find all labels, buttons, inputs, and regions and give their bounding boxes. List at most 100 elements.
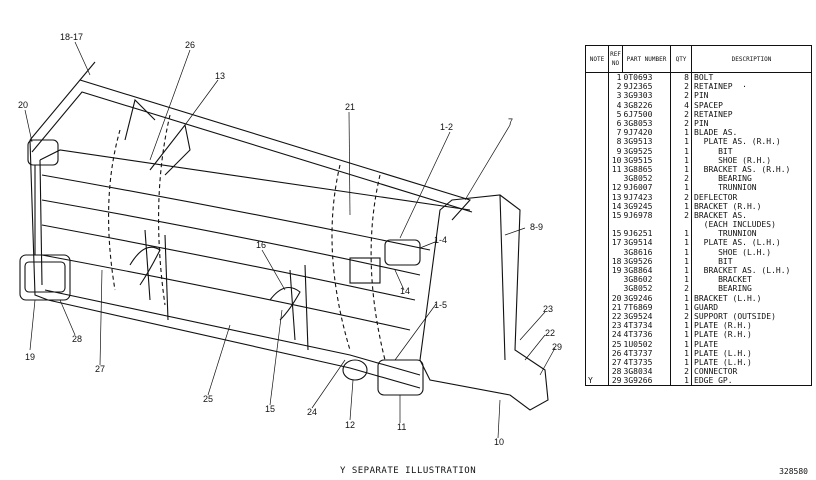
row-note bbox=[586, 82, 609, 91]
row-description: BRACKET (R.H.) bbox=[694, 201, 762, 211]
row-description: BRACKET bbox=[694, 275, 752, 285]
callout: 19 bbox=[25, 352, 35, 362]
callout: 27 bbox=[95, 364, 105, 374]
row-note bbox=[586, 358, 609, 367]
row-description: PLATE AS. (R.H.) bbox=[694, 137, 781, 147]
row-qty bbox=[670, 220, 692, 230]
row-description: PLATE AS. (L.H.) bbox=[694, 238, 781, 248]
row-description: BRACKET AS. bbox=[694, 210, 747, 220]
row-qty: 2 bbox=[670, 367, 692, 377]
row-qty: 1 bbox=[670, 229, 692, 239]
row-part-number: 9J6978 bbox=[623, 210, 653, 220]
row-ref-no: 25 bbox=[608, 339, 623, 349]
row-part-number: 3G9514 bbox=[623, 238, 653, 248]
row-description: PLATE (R.H.) bbox=[694, 321, 752, 331]
callout: 11 bbox=[397, 422, 406, 432]
row-qty: 2 bbox=[670, 82, 692, 92]
row-note bbox=[586, 257, 609, 266]
row-note bbox=[586, 202, 609, 211]
row-note bbox=[586, 294, 609, 303]
row-note bbox=[586, 266, 609, 275]
row-description: PIN bbox=[694, 91, 709, 101]
callout: 1-2 bbox=[440, 122, 453, 132]
callout: 8-9 bbox=[530, 222, 543, 232]
row-part-number: 3G8034 bbox=[623, 367, 653, 377]
callout: 14 bbox=[400, 286, 410, 296]
row-note bbox=[586, 156, 609, 165]
row-ref-no: 17 bbox=[608, 238, 623, 248]
row-ref-no: 26 bbox=[608, 348, 623, 358]
row-description: BEARING bbox=[694, 284, 752, 294]
row-note bbox=[586, 349, 609, 358]
row-ref-no: 13 bbox=[608, 192, 623, 202]
row-note bbox=[586, 303, 609, 312]
row-note bbox=[586, 183, 609, 192]
row-qty: 1 bbox=[670, 357, 692, 367]
callout: 28 bbox=[72, 334, 82, 344]
row-description: SUPPORT (OUTSIDE) bbox=[694, 311, 776, 321]
row-note bbox=[586, 137, 609, 146]
row-ref-no: 3 bbox=[608, 91, 623, 101]
row-part-number: 3G9513 bbox=[623, 137, 653, 147]
callout: 29 bbox=[552, 342, 562, 352]
row-qty: 1 bbox=[670, 275, 692, 285]
callout: 22 bbox=[545, 328, 555, 338]
row-part-number: 3G8865 bbox=[623, 164, 653, 174]
row-ref-no: 19 bbox=[608, 265, 623, 276]
callout: 15 bbox=[265, 404, 275, 414]
row-qty: 1 bbox=[670, 293, 692, 303]
row-note: Y bbox=[585, 376, 609, 387]
row-part-number: 3G9526 bbox=[623, 256, 653, 266]
row-description: BRACKET AS. (R.H.) bbox=[694, 164, 791, 174]
row-qty: 1 bbox=[670, 128, 692, 138]
header-part-number: PART NUMBER bbox=[622, 45, 671, 73]
callout: 26 bbox=[185, 40, 195, 50]
row-part-number: 9J7423 bbox=[623, 192, 653, 202]
row-ref-no: 29 bbox=[608, 376, 623, 387]
row-description: RETAINEP · bbox=[694, 82, 747, 92]
row-part-number: 4T3736 bbox=[623, 330, 653, 340]
row-ref-no: 4 bbox=[608, 100, 623, 110]
row-ref-no: 24 bbox=[608, 330, 623, 340]
blade-assembly-illustration: 18-17 26 13 20 21 1-2 7 8-9 16 1-4 14 1-… bbox=[18, 32, 562, 447]
row-ref-no bbox=[608, 284, 623, 294]
row-part-number: 9J6007 bbox=[623, 183, 653, 193]
row-qty: 2 bbox=[670, 118, 692, 129]
row-note bbox=[586, 248, 609, 257]
header-description: DESCRIPTION bbox=[691, 45, 812, 73]
callout: 1-5 bbox=[434, 300, 447, 310]
callout: 16 bbox=[256, 240, 266, 250]
row-note bbox=[586, 147, 609, 156]
row-part-number: 3G8052 bbox=[623, 174, 653, 184]
row-part-number: 3G9515 bbox=[623, 155, 653, 165]
row-part-number: 3G9266 bbox=[622, 376, 671, 387]
row-qty: 1 bbox=[670, 137, 692, 147]
row-note bbox=[586, 229, 609, 238]
row-ref-no: 14 bbox=[608, 201, 623, 211]
row-note bbox=[586, 367, 609, 376]
row-qty: 2 bbox=[670, 91, 692, 101]
table-header-row: NOTE REF NO PART NUMBER QTY DESCRIPTION bbox=[585, 45, 812, 73]
callout-numbers: 18-17 26 13 20 21 1-2 7 8-9 16 1-4 14 1-… bbox=[18, 32, 562, 447]
header-note: NOTE bbox=[585, 45, 609, 73]
row-ref-no: 9 bbox=[608, 146, 623, 156]
callout: 18-17 bbox=[60, 32, 83, 42]
row-qty: 1 bbox=[670, 155, 692, 165]
row-note bbox=[586, 165, 609, 174]
row-description: BLADE AS. bbox=[694, 128, 738, 138]
table-row: (EACH INCLUDES) bbox=[586, 220, 812, 230]
row-note bbox=[586, 192, 609, 201]
